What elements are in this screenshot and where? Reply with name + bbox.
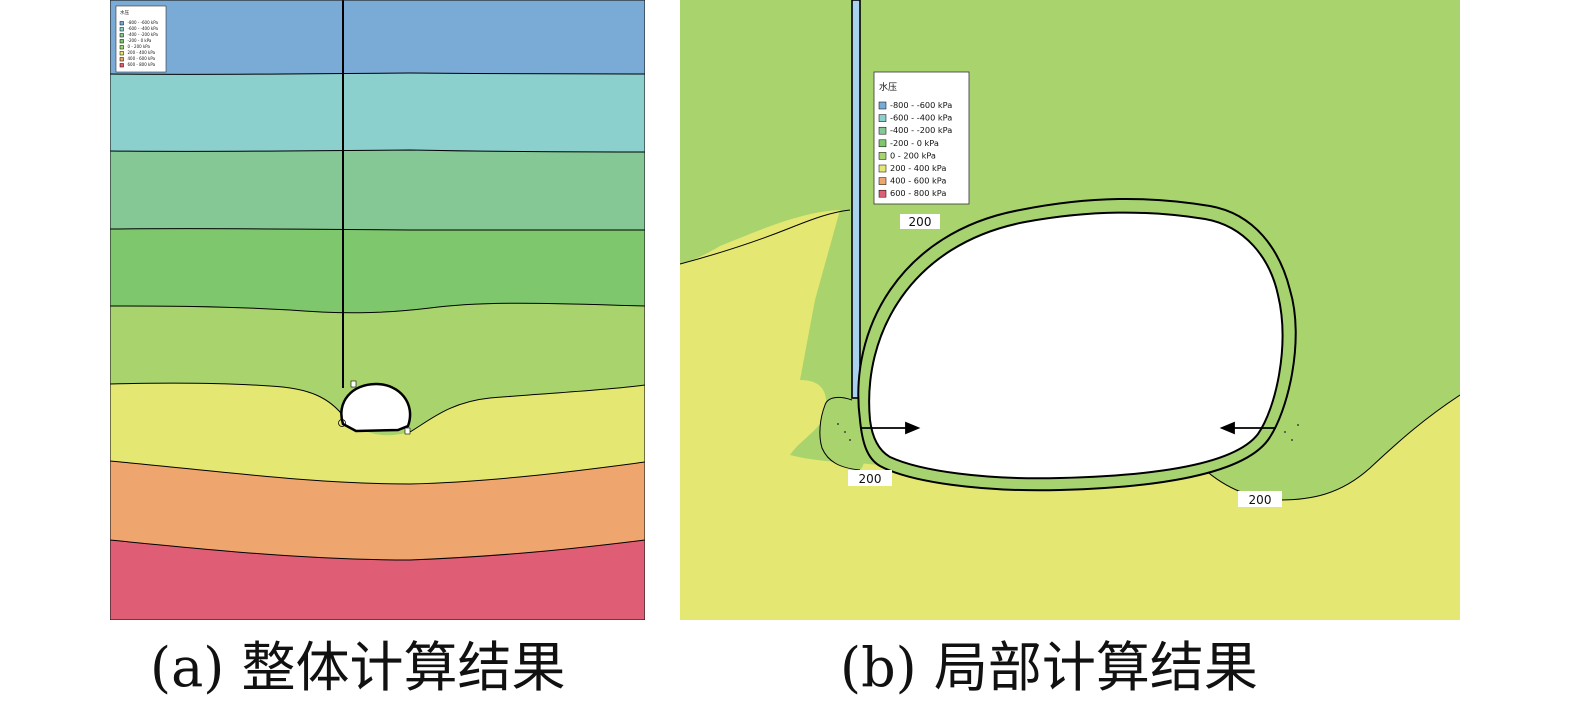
legend-label: 200 - 400 kPa [890, 163, 946, 173]
legend-swatch [878, 126, 887, 135]
legend-swatch [878, 139, 887, 148]
contour-value-label: 200 [859, 472, 882, 486]
legend-box: 水压 -800 - -600 kPa -600 - -400 kPa -400 - … [873, 71, 970, 205]
legend-swatch [119, 51, 124, 56]
legend-swatch [119, 45, 124, 50]
legend-swatch [878, 114, 887, 122]
legend-label: -600 - -400 kPa [128, 26, 159, 31]
legend-label: 600 - 800 kPa [890, 188, 946, 198]
contour-value-label: 200 [1249, 493, 1272, 507]
contour-label-top: 200 [900, 214, 940, 229]
legend-title: 水压 [879, 81, 897, 93]
legend-label: 600 - 800 kPa [128, 62, 156, 67]
legend-swatch [878, 152, 887, 160]
overall-contour-plot: 水压 -800 - -600 kPa-600 - -400 kPa-400 - … [110, 0, 645, 620]
contour-lines [110, 72, 645, 561]
legend-label: -800 - -600 kPa [128, 20, 159, 25]
legend-label: -400 - -200 kPa [890, 125, 952, 135]
legend-label: 400 - 600 kPa [890, 176, 946, 186]
legend-swatch [119, 39, 124, 44]
legend-swatch [878, 164, 887, 173]
contour-label-left: 200 [848, 470, 892, 486]
tunnel-outline [340, 382, 412, 433]
legend-label: -600 - -400 kPa [890, 113, 952, 123]
overall-result-panel: 水压 -800 - -600 kPa-600 - -400 kPa-400 - … [110, 0, 645, 620]
legend-swatch [119, 63, 124, 68]
legend-label: -800 - -600 kPa [890, 100, 952, 110]
legend-swatch [878, 177, 887, 185]
contour-label-right: 200 [1238, 491, 1282, 507]
legend-label: 0 - 200 kPa [128, 44, 151, 49]
legend-swatch [119, 57, 124, 62]
shaft [851, 0, 861, 399]
seepage-dots [837, 423, 1299, 441]
legend-label: -200 - 0 kPa [128, 38, 152, 43]
local-result-panel: 水压 -800 - -600 kPa -600 - -400 kPa -400 - … [680, 0, 1460, 620]
band-0-200-left-pocket [819, 397, 866, 470]
legend-swatch [119, 21, 124, 26]
legend-label: -200 - 0 kPa [890, 138, 939, 148]
legend-swatch [119, 33, 124, 38]
local-contour-plot: 水压 -800 - -600 kPa -600 - -400 kPa -400 - … [680, 0, 1460, 620]
caption-overall: (a) 整体计算结果 [150, 636, 566, 699]
caption-local: (b) 局部计算结果 [840, 636, 1258, 699]
legend-label: 400 - 600 kPa [128, 56, 156, 61]
legend-label: 200 - 400 kPa [128, 50, 156, 55]
legend-title-mini: 水压 [120, 9, 129, 16]
band-neg800-neg600 [110, 0, 645, 75]
legend-swatch [119, 27, 124, 32]
contour-value-label: 200 [909, 215, 932, 229]
flow-arrows [860, 421, 1276, 435]
legend-swatch [878, 101, 887, 110]
legend-box-mini: 水压 -800 - -600 kPa-600 - -400 kPa-400 - … [115, 5, 167, 73]
tunnel-opening [868, 211, 1284, 480]
legend-label: 0 - 200 kPa [890, 150, 936, 160]
legend-label: -400 - -200 kPa [128, 32, 159, 37]
legend-swatch [878, 189, 887, 198]
